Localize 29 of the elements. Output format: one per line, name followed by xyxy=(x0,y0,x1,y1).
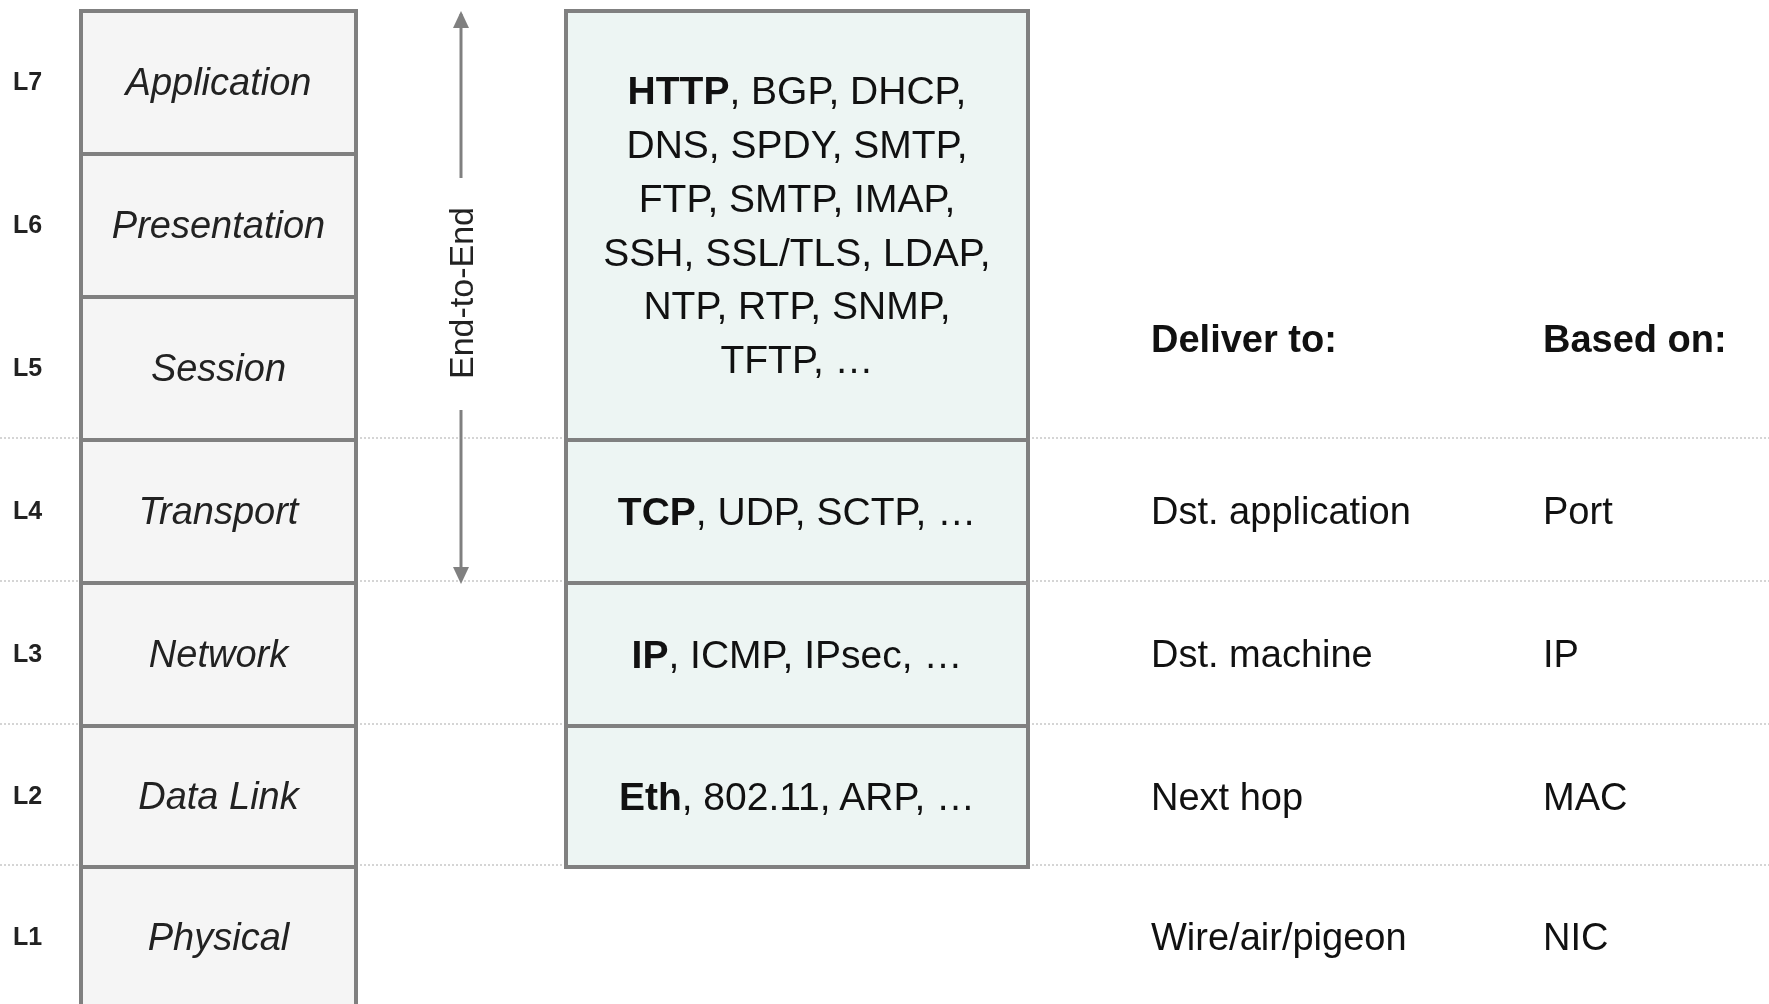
column-header: Deliver to: xyxy=(1151,318,1337,361)
table-cell: Next hop xyxy=(1151,776,1304,819)
protocol-list: HTTP, BGP, DHCP, DNS, SPDY, SMTP, FTP, SMTP, IMAP, SSH, SSL/TLS, LDAP, NTP, RTP, SNMP, TFTP, … xyxy=(568,64,1026,387)
layer-name: Network xyxy=(148,633,289,676)
protocol-list: TCP, UDP, SCTP, … xyxy=(595,484,999,539)
layer-number: L2 xyxy=(13,780,43,810)
table-cell: Dst. application xyxy=(1151,490,1411,533)
layer-name: Presentation xyxy=(111,204,326,247)
layer-number: L1 xyxy=(13,921,43,951)
layer-name: Application xyxy=(125,61,312,104)
table-cell: Dst. machine xyxy=(1151,633,1373,676)
table-cell: NIC xyxy=(1543,916,1609,959)
layer-name: Physical xyxy=(147,916,290,959)
layer-number: L6 xyxy=(13,209,43,239)
column-header: Based on: xyxy=(1543,318,1727,361)
layer-number: L4 xyxy=(13,495,43,525)
table-cell: Port xyxy=(1543,490,1613,533)
layer-name: Transport xyxy=(138,490,299,533)
table-cell: IP xyxy=(1543,633,1579,676)
layer-name: Data Link xyxy=(138,775,299,818)
span-label: End-to-End xyxy=(441,207,481,379)
protocol-list: Eth, 802.11, ARP, … xyxy=(596,769,998,824)
layer-number: L7 xyxy=(13,66,43,96)
layer-number: L3 xyxy=(13,638,43,668)
layer-name: Session xyxy=(150,347,287,390)
protocol-list: IP, ICMP, IPsec, … xyxy=(609,627,985,682)
table-cell: Wire/air/pigeon xyxy=(1151,916,1407,959)
table-cell: MAC xyxy=(1543,776,1628,819)
layer-number: L5 xyxy=(13,352,43,382)
